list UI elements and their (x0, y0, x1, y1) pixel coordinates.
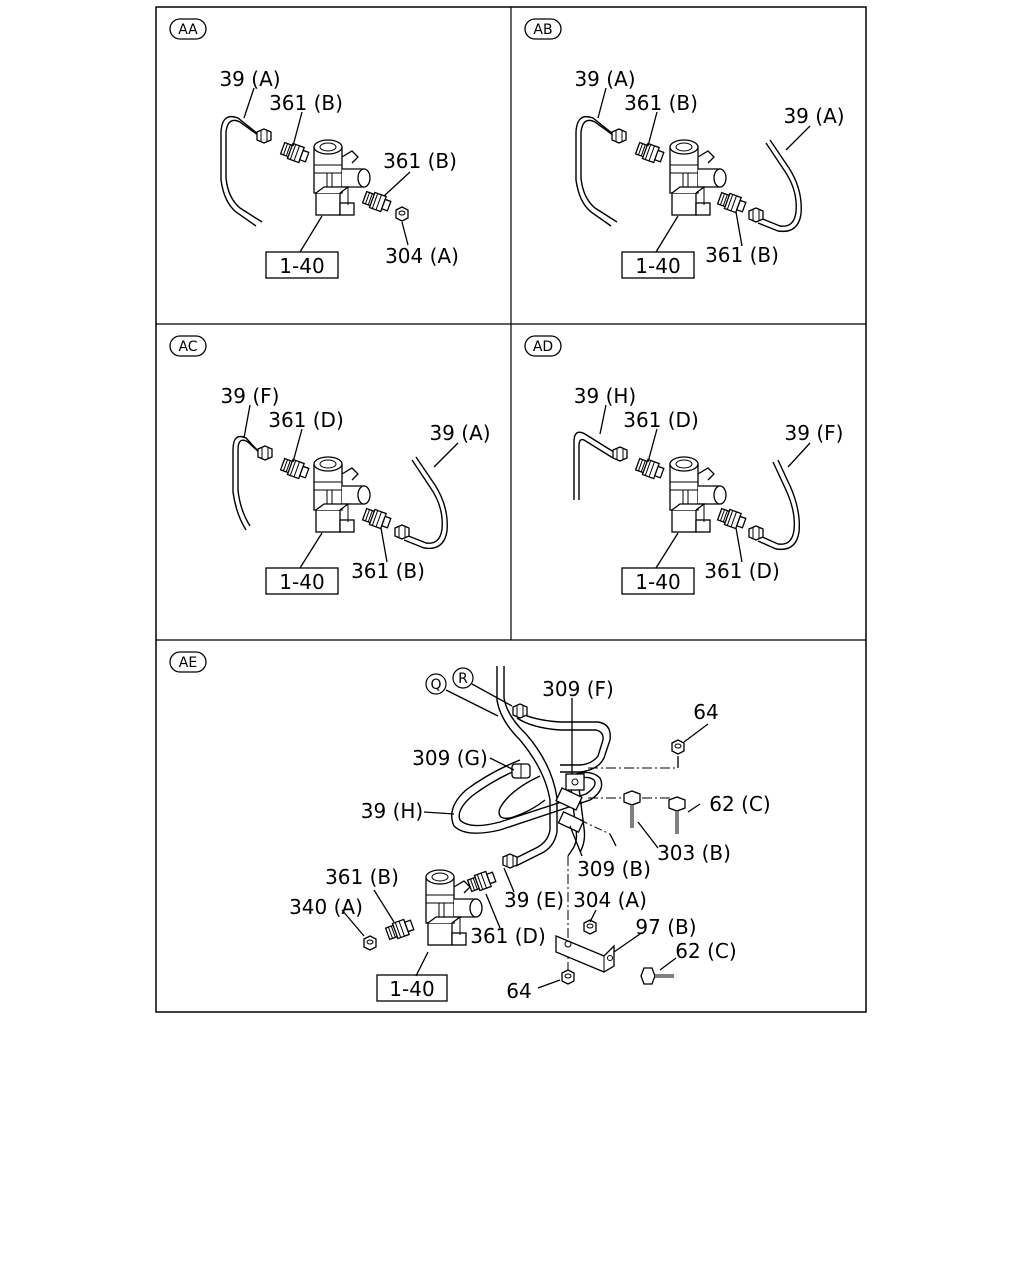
svg-text:1-40: 1-40 (635, 570, 680, 594)
panel-ab: AB 39 (A) 361 (B) 39 (A) 361 (B) 1-40 (524, 18, 845, 279)
clip-309f (565, 773, 585, 791)
svg-text:1-40: 1-40 (279, 254, 324, 278)
label-39e: 39 (E) (504, 888, 564, 912)
label-39h: 39 (H) (361, 799, 423, 823)
marker-r: R (452, 667, 474, 689)
reference-box: 1-40 (265, 251, 339, 279)
pipe-39a (575, 115, 627, 227)
label-309b: 309 (B) (577, 857, 651, 881)
svg-text:AA: AA (178, 22, 198, 38)
label-303b: 303 (B) (657, 841, 731, 865)
bracket-97b (555, 935, 615, 973)
label-361b: 361 (B) (269, 91, 343, 115)
pipe-39a (220, 115, 272, 227)
fitting-361b (716, 190, 748, 216)
fitting-361b (634, 140, 666, 166)
svg-text:Q: Q (430, 677, 441, 693)
label-39a: 39 (A) (574, 67, 635, 91)
nut-64 (671, 739, 685, 755)
pipe-39f (748, 459, 801, 551)
label-361b: 361 (B) (624, 91, 698, 115)
nut-304a (395, 206, 409, 222)
label-39f: 39 (F) (785, 421, 844, 445)
label-309f: 309 (F) (542, 677, 614, 701)
marker-q: Q (425, 673, 447, 695)
diagram-frame (155, 6, 867, 1013)
panel-id-badge: AE (169, 651, 207, 673)
label-361d: 361 (D) (704, 559, 780, 583)
fitting-361b (384, 916, 416, 942)
pipe-39a (394, 456, 448, 550)
label-361b: 361 (B) (383, 149, 457, 173)
svg-text:1-40: 1-40 (635, 254, 680, 278)
svg-text:AB: AB (533, 22, 552, 38)
bolt-62c (640, 967, 674, 985)
svg-text:1-40: 1-40 (389, 977, 434, 1001)
label-39a: 39 (A) (219, 67, 280, 91)
svg-text:AC: AC (178, 339, 197, 355)
label-361d: 361 (D) (268, 408, 344, 432)
label-39f: 39 (F) (221, 384, 280, 408)
label-361b: 361 (B) (705, 243, 779, 267)
label-304a: 304 (A) (573, 888, 647, 912)
svg-text:R: R (458, 671, 468, 687)
svg-text:AE: AE (179, 655, 197, 671)
fitting-361d (634, 456, 666, 482)
label-309g: 309 (G) (412, 746, 488, 770)
label-97b: 97 (B) (635, 915, 696, 939)
label-39h: 39 (H) (574, 384, 636, 408)
nut-340a (363, 935, 377, 951)
bolt-62c (667, 795, 687, 836)
panel-ae: AE Q R (169, 651, 771, 1003)
reference-box: 1-40 (265, 567, 339, 595)
label-340a: 340 (A) (289, 895, 363, 919)
reference-box: 1-40 (376, 974, 448, 1002)
solenoid-valve (313, 139, 371, 216)
solenoid-valve (313, 456, 371, 533)
label-304a: 304 (A) (385, 244, 459, 268)
clip-309b (555, 787, 585, 833)
panel-ac: AC 39 (F) 361 (D) 39 (A) 361 (B) 1-40 (169, 335, 491, 595)
label-39a: 39 (A) (429, 421, 490, 445)
nut-304a (583, 919, 597, 935)
label-361b: 361 (B) (325, 865, 399, 889)
clip-309g (511, 763, 531, 779)
panel-aa: AA 39 (A) 361 (B) 361 (B) 304 (A) 1-40 (169, 18, 459, 279)
reference-box: 1-40 (621, 567, 695, 595)
solenoid-valve (669, 456, 727, 533)
panel-id-badge: AB (524, 18, 562, 40)
pipe-39f (232, 435, 273, 531)
fitting-361d (279, 456, 311, 482)
fitting-361d (466, 868, 498, 894)
panel-id-badge: AC (169, 335, 207, 357)
label-361d: 361 (D) (623, 408, 699, 432)
reference-box: 1-40 (621, 251, 695, 279)
label-361d: 361 (D) (470, 924, 546, 948)
label-64: 64 (693, 700, 718, 724)
label-62c: 62 (C) (675, 939, 736, 963)
svg-text:1-40: 1-40 (279, 570, 324, 594)
label-39a: 39 (A) (783, 104, 844, 128)
panel-id-badge: AD (524, 335, 562, 357)
pipe-39h (573, 431, 628, 500)
pipe-39a (748, 139, 802, 233)
fitting-361b (279, 140, 311, 166)
panel-ad: AD 39 (H) 361 (D) 39 (F) 361 (D) 1-40 (524, 335, 844, 595)
label-361b: 361 (B) (351, 559, 425, 583)
svg-text:AD: AD (533, 339, 553, 355)
nut-64 (561, 969, 575, 985)
fitting-361d (716, 506, 748, 532)
fitting-361b (361, 506, 393, 532)
label-62c: 62 (C) (709, 792, 770, 816)
label-64: 64 (506, 979, 531, 1003)
panel-id-badge: AA (169, 18, 207, 40)
